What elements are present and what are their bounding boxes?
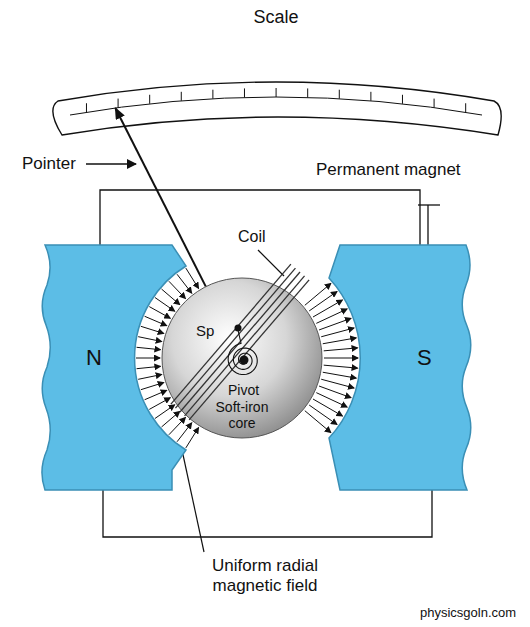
scale-tick (370, 92, 371, 101)
radial-field-lines (136, 268, 358, 448)
pivot-label: Pivot (228, 382, 259, 398)
field-arrow (319, 318, 351, 330)
field-arrow (321, 379, 354, 388)
pole-letter: N (86, 345, 102, 370)
scale-tick (118, 99, 119, 108)
part-label: Permanent magnet (316, 160, 461, 180)
part-label: Pointer (22, 154, 76, 174)
core-node: SpPivotSoft-iron core (162, 278, 322, 438)
part-label: Coil (238, 228, 266, 246)
field-arrow (305, 283, 331, 305)
field-arrow (155, 405, 175, 419)
field-arrow (186, 268, 199, 288)
scale-tick (465, 103, 466, 112)
magnet-leader (418, 205, 440, 245)
coil-leader (258, 250, 284, 276)
field-arrow (149, 398, 170, 410)
south-pole-piece (329, 245, 471, 490)
spring-label: Sp (196, 322, 214, 339)
pointer-leader (86, 163, 136, 164)
field-arrow (138, 374, 162, 379)
field-arrow (309, 405, 337, 425)
field-arrow (177, 423, 192, 442)
field-leader (182, 450, 204, 552)
field-arrow (141, 326, 164, 333)
field-arrow (141, 383, 164, 390)
scale-node: Scale (48, 75, 504, 147)
field-arrow (155, 298, 175, 312)
field-arrow (186, 428, 199, 448)
field-label: Uniform radial magnetic field (190, 556, 340, 595)
scale-tick (244, 88, 245, 97)
field-arrow (309, 291, 337, 311)
scale-tick (434, 99, 435, 108)
scale-shape (48, 75, 504, 147)
scale-tick (307, 88, 308, 97)
field-arrow (136, 358, 160, 359)
field-arrow (313, 399, 342, 416)
field-arrow (324, 358, 358, 359)
scale-tick (276, 88, 277, 97)
spring-dot (235, 325, 242, 332)
watermark: physicsgoln.com (420, 606, 516, 621)
scale-title: Scale (48, 7, 504, 28)
scale-band (53, 82, 501, 135)
hair-spring (228, 330, 257, 375)
scale-tick (212, 90, 213, 99)
field-arrow (321, 328, 354, 337)
field-arrow (323, 338, 356, 344)
coil-windings (171, 264, 309, 420)
field-arrow (145, 316, 167, 325)
field-arrow (305, 411, 331, 433)
field-arrow (149, 307, 170, 319)
field-arrow (177, 274, 192, 293)
field-arrow (324, 365, 358, 368)
south-shape (326, 245, 476, 490)
field-arrow (137, 366, 161, 368)
field-arrow (137, 347, 161, 349)
field-arrow (169, 417, 186, 434)
field-arrow (169, 281, 186, 298)
core-label: Soft-iron core (202, 399, 282, 431)
field-arrow (138, 337, 162, 342)
scale-line (70, 97, 482, 115)
scale-tick (402, 95, 403, 104)
field-arrow (316, 393, 347, 407)
field-arrow (162, 411, 180, 427)
field-arrow (324, 348, 358, 351)
pole-letter: S (417, 345, 432, 370)
south-pole-node: S (326, 245, 476, 490)
scale-tick (86, 103, 87, 112)
scale-tick (339, 90, 340, 99)
field-arrow (145, 390, 167, 399)
field-arrow (323, 372, 356, 378)
field-arrow (162, 289, 180, 305)
field-arrow (313, 300, 342, 317)
scale-tick (149, 95, 150, 104)
pivot-dot (240, 356, 249, 365)
scale-tick (181, 92, 182, 101)
